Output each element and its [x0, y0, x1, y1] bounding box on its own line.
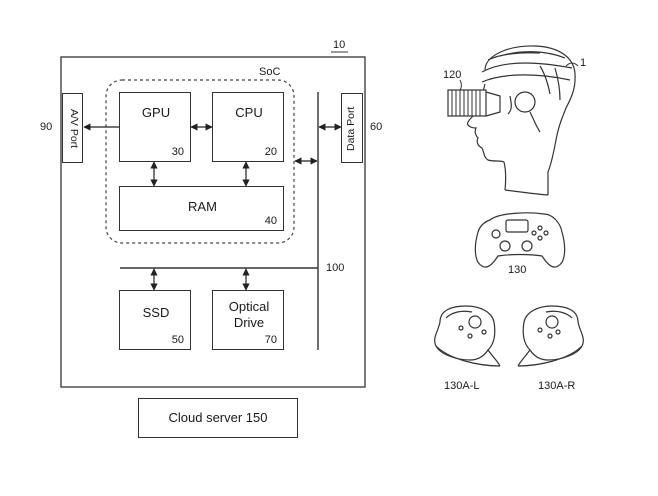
ssd-block: SSD 50 — [119, 290, 191, 350]
data-port-label: Data Port — [345, 106, 357, 152]
user-leader — [565, 62, 579, 67]
user-ref: 1 — [580, 57, 587, 69]
hmd-ref: 120 — [443, 69, 462, 81]
hmd-head-drawing — [467, 45, 576, 196]
hmd-leader — [459, 79, 462, 91]
ram-label: RAM — [188, 199, 217, 214]
system-box — [60, 56, 366, 388]
controller-ref: 130 — [508, 264, 527, 276]
gpu-block: GPU 30 — [119, 92, 191, 162]
gpu-ref: 30 — [171, 146, 184, 158]
hmd-visor-drawing — [447, 89, 501, 117]
controller-drawing — [474, 212, 566, 268]
optical-drive-block: Optical Drive 70 — [212, 290, 284, 350]
cpu-label: CPU — [235, 105, 263, 120]
av-port-block: A/V Port — [62, 93, 83, 163]
system-ref: 10 — [333, 39, 346, 51]
ssd-ref: 50 — [171, 334, 184, 346]
ram-ref: 40 — [264, 215, 277, 227]
right-controller-drawing — [517, 305, 584, 367]
cpu-ref: 20 — [264, 146, 277, 158]
optical-label: Optical Drive — [213, 299, 285, 331]
av-port-label: A/V Port — [68, 109, 80, 149]
cloud-server-block: Cloud server 150 — [138, 398, 298, 438]
data-port-block: Data Port — [341, 93, 363, 163]
ssd-label: SSD — [142, 305, 170, 320]
optical-label-line1: Optical — [228, 299, 270, 314]
left-controller-drawing — [434, 305, 501, 367]
av-port-ref: 90 — [40, 121, 53, 133]
right-controller-ref: 130A-R — [538, 380, 576, 392]
bus-ref: 100 — [326, 262, 345, 274]
ram-block: RAM 40 — [119, 186, 284, 231]
soc-label: SoC — [259, 66, 281, 78]
optical-ref: 70 — [264, 334, 277, 346]
optical-label-line2: Drive — [233, 315, 265, 330]
cpu-block: CPU 20 — [212, 92, 284, 162]
cloud-server-label: Cloud server 150 — [168, 410, 268, 425]
data-port-ref: 60 — [370, 121, 383, 133]
soc-dashed-box — [105, 79, 295, 244]
left-controller-ref: 130A-L — [444, 380, 480, 392]
gpu-label: GPU — [141, 105, 171, 120]
